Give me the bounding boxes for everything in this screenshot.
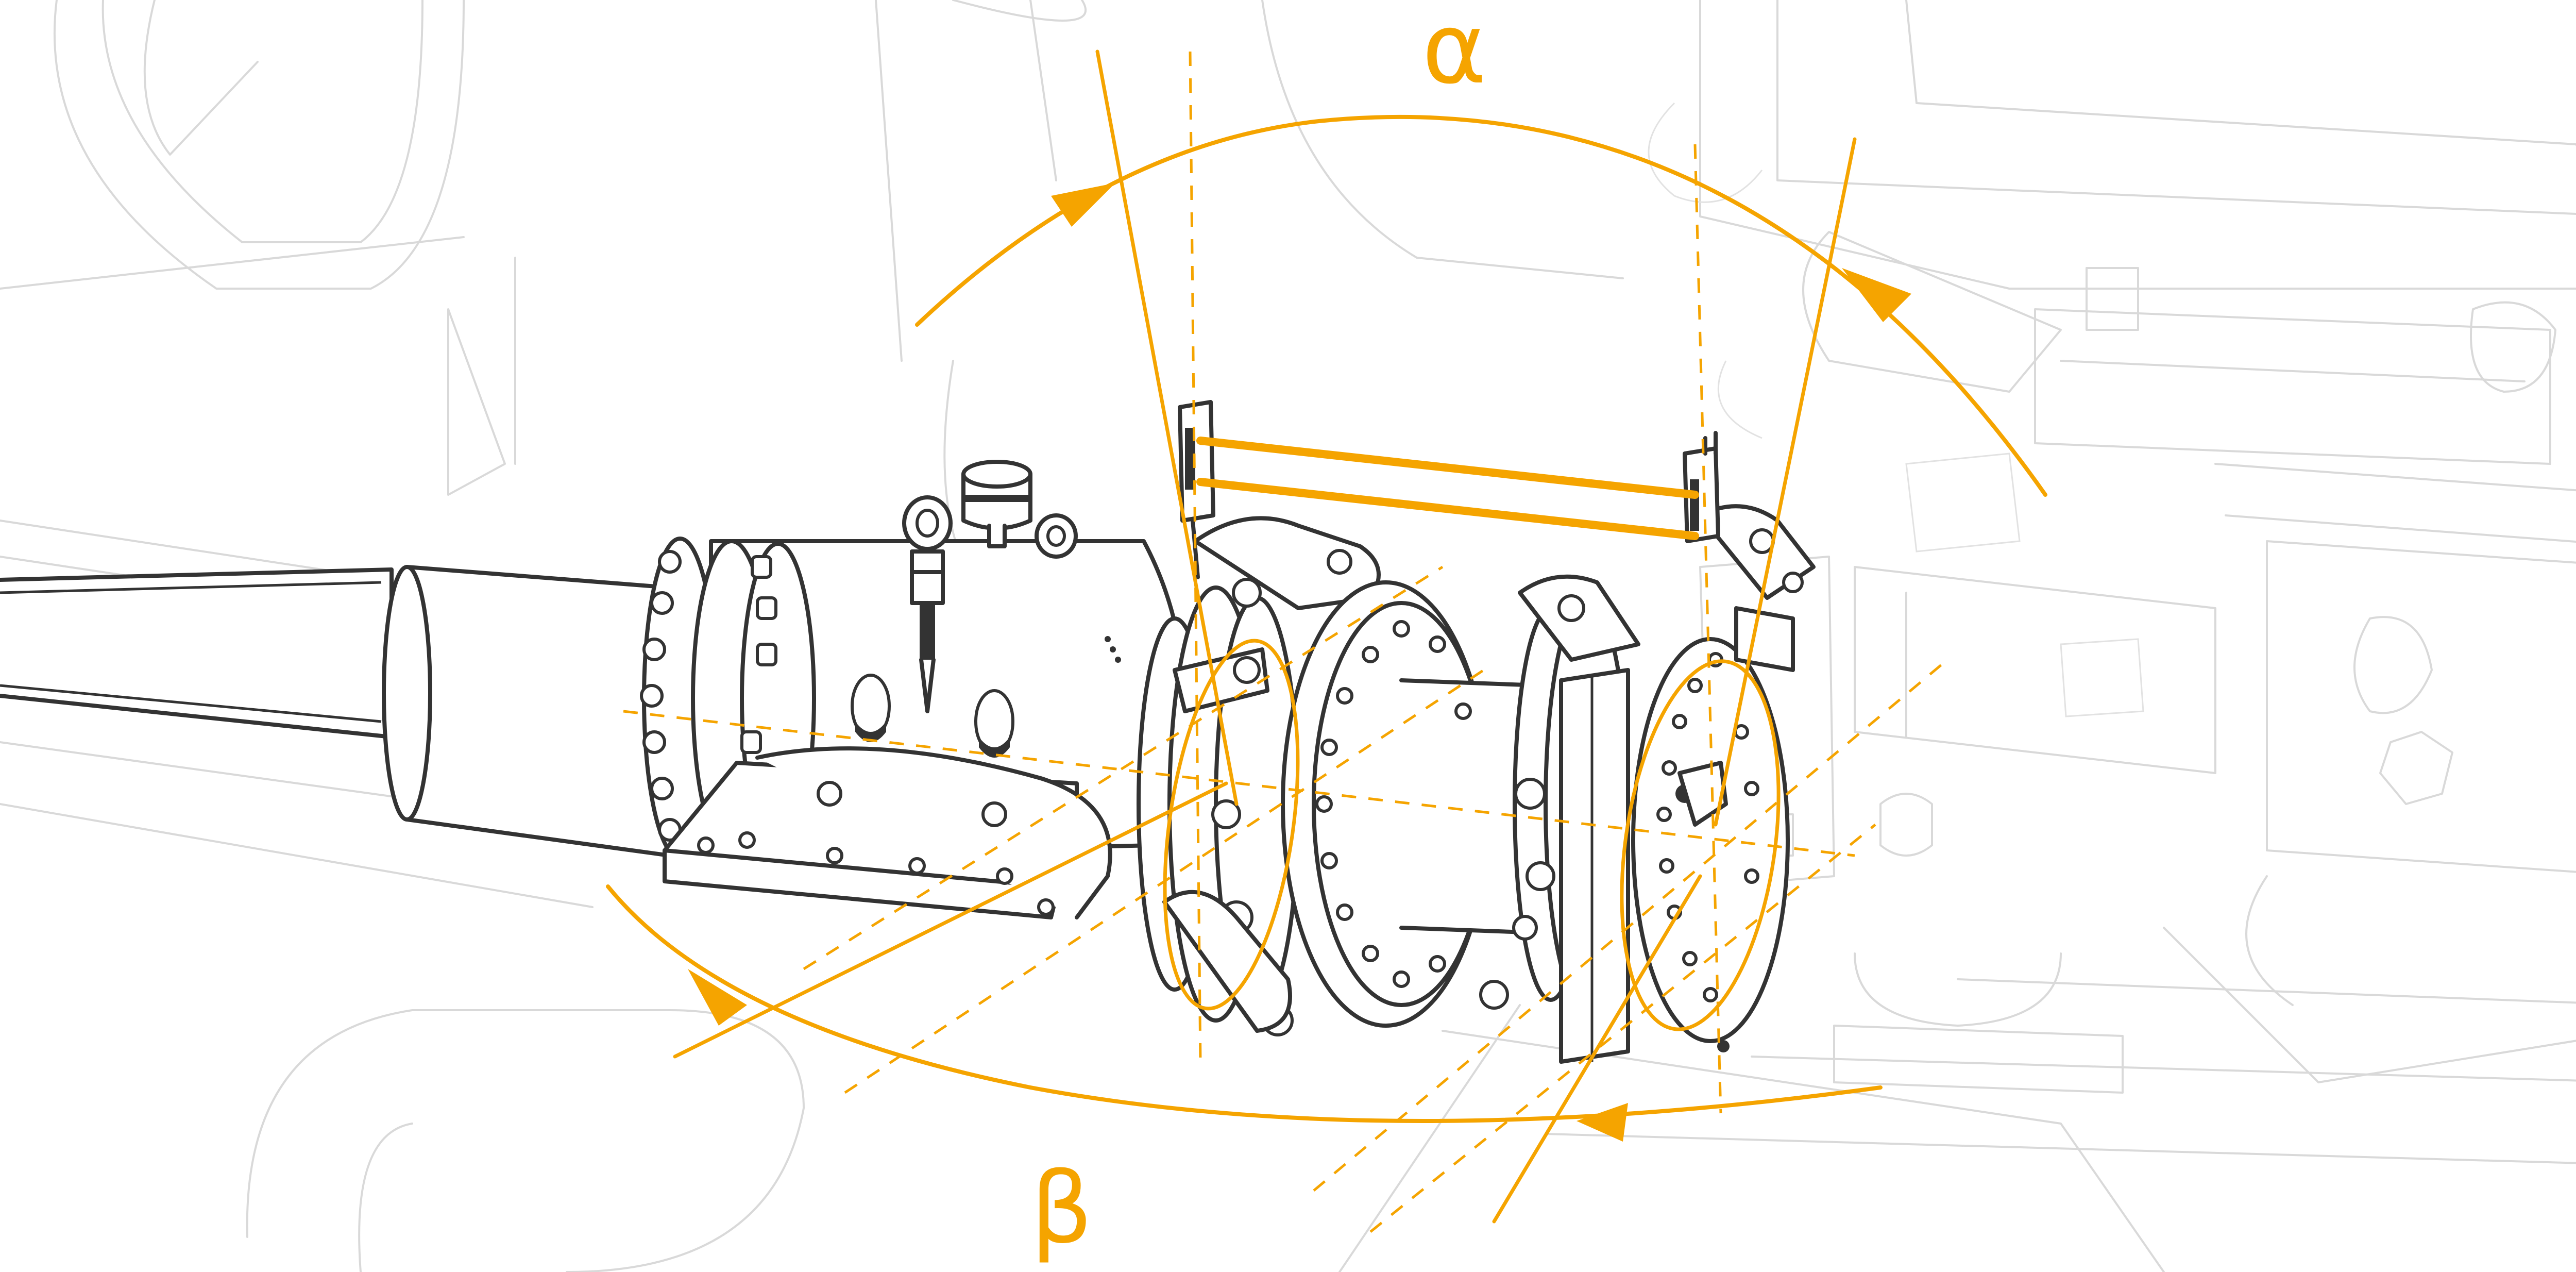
highlight-left-coupling (1163, 639, 1300, 1011)
baseplate-holes (697, 781, 1055, 916)
alignment-annotations: α β (606, 0, 2047, 1265)
beta-label: β (1030, 1151, 1093, 1265)
coupling-links-left (1162, 516, 1381, 1036)
center-flange-bolts (1315, 620, 1472, 988)
highlight-right-disc (1620, 659, 1781, 1031)
shaft-coupling-assembly (0, 400, 1816, 1064)
flange-bolts (640, 550, 682, 842)
alpha-arrowhead-left (1051, 183, 1115, 227)
alignment-rod-lower (1196, 478, 1699, 540)
alignment-rod-upper (1196, 437, 1699, 499)
alpha-arrowhead-right (1842, 268, 1911, 322)
alpha-label: α (1422, 0, 1486, 106)
beta-arrowhead-right (1577, 1103, 1628, 1142)
beta-arrowhead-left (688, 969, 747, 1026)
